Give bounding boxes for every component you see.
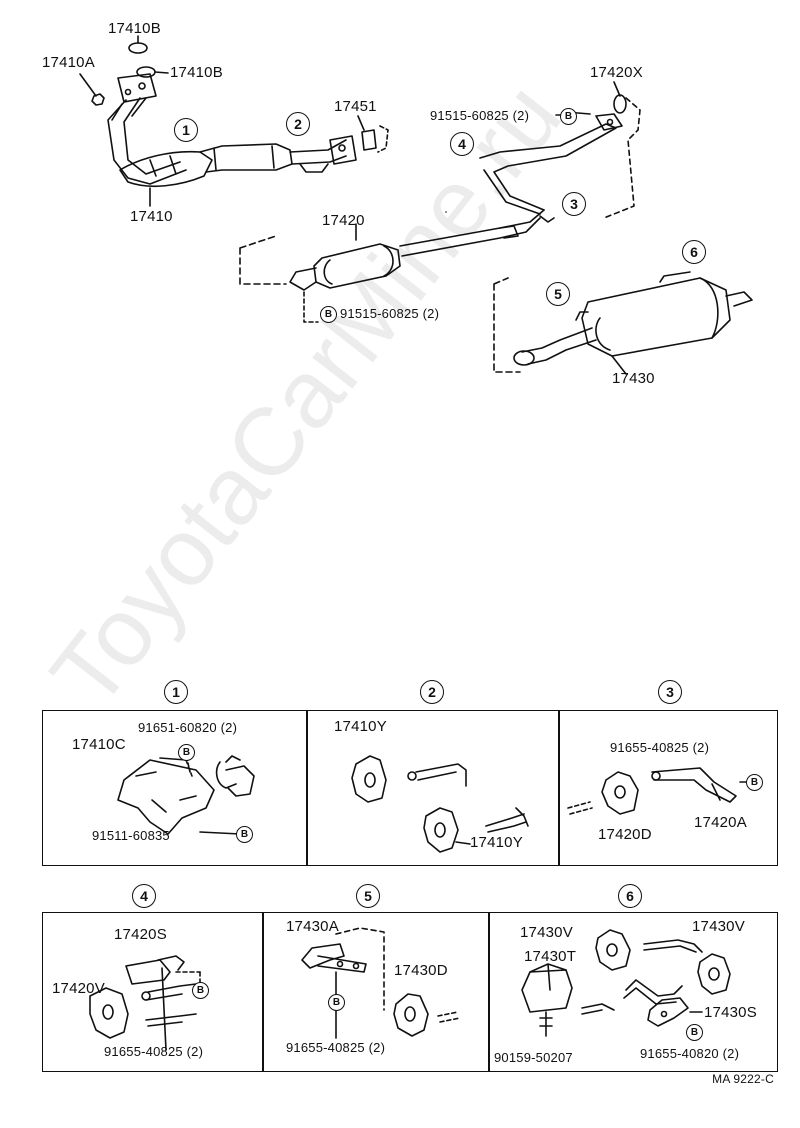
panel-1-part-a: 17410C — [72, 736, 126, 753]
panel-6-drawing — [521, 929, 731, 1037]
panel-1-bolt-a: 91651-60820 (2) — [138, 720, 238, 735]
panel-2-part-b: 17410Y — [470, 834, 523, 851]
panel-6-callout: 6 — [618, 884, 642, 908]
bolt-mark: B — [686, 1024, 703, 1041]
panel-4-part-b: 17420V — [52, 980, 105, 997]
callout-5: 5 — [546, 282, 570, 306]
panel-1 — [42, 710, 308, 866]
callout-6: 6 — [682, 240, 706, 264]
panel-6-part-a: 17430V — [520, 924, 573, 941]
panel-3-callout: 3 — [658, 680, 682, 704]
document-reference: MA 9222-C — [712, 1072, 774, 1086]
panel-5-part-a: 17430A — [286, 918, 339, 935]
panel-1-callout: 1 — [164, 680, 188, 704]
gasket-17420X — [613, 94, 627, 114]
panel-6-part-b: 17430V — [692, 918, 745, 935]
panel-6-bolt-a: 90159-50207 — [494, 1050, 573, 1065]
bolt-mark: B — [236, 826, 253, 843]
panel-4-bolt-a: 91655-40825 (2) — [104, 1044, 204, 1059]
center-pipe — [479, 113, 623, 215]
bolt-mark: B — [560, 108, 577, 125]
label-17410: 17410 — [130, 208, 173, 225]
panel-3-drawing — [567, 767, 749, 815]
panel-5-bolt-a: 91655-40825 (2) — [286, 1040, 386, 1055]
label-17410B-lower: 17410B — [170, 64, 223, 81]
callout-3: 3 — [562, 192, 586, 216]
panel-3-part-a: 17420D — [598, 826, 652, 843]
label-17430: 17430 — [612, 370, 655, 387]
label-17410B-upper: 17410B — [108, 20, 161, 37]
label-17451: 17451 — [334, 98, 377, 115]
panel-3-bolt-a: 91655-40825 (2) — [610, 740, 710, 755]
exhaust-manifold-17410 — [107, 73, 213, 188]
bolt-mark: B — [178, 744, 195, 761]
label-bolt-upper: 91515-60825 (2) — [430, 108, 530, 123]
panel-5-drawing — [301, 927, 461, 1039]
panel-3-part-b: 17420A — [694, 814, 747, 831]
gasket-17410B-upper — [128, 42, 148, 54]
panel-5 — [262, 912, 490, 1072]
panel-4-callout: 4 — [132, 884, 156, 908]
label-17420X: 17420X — [590, 64, 643, 81]
bolt-mark: B — [320, 306, 337, 323]
gasket-17451 — [361, 129, 377, 151]
nut-17410A — [91, 93, 105, 106]
bolt-mark: B — [328, 994, 345, 1011]
panel-5-part-b: 17430D — [394, 962, 448, 979]
callout-2: 2 — [286, 112, 310, 136]
panel-6 — [488, 912, 778, 1072]
main-muffler-17430 — [513, 271, 753, 366]
panel-2 — [306, 710, 560, 866]
panel-1-drawing — [117, 749, 255, 835]
panel-4-part-a: 17420S — [114, 926, 167, 943]
panel-1-bolt-b: 91511-60835 — [92, 828, 170, 843]
panel-2-callout: 2 — [420, 680, 444, 704]
gasket-17410B-lower — [136, 66, 156, 78]
panel-5-callout: 5 — [356, 884, 380, 908]
label-bolt-lower: 91515-60825 (2) — [340, 306, 440, 321]
panel-2-drawing — [351, 755, 529, 853]
label-17410A: 17410A — [42, 54, 95, 71]
callout-1: 1 — [174, 118, 198, 142]
label-17420: 17420 — [322, 212, 365, 229]
front-pipe-converter — [199, 135, 357, 173]
panel-4-drawing — [89, 955, 201, 1051]
panel-2-part-a: 17410Y — [334, 718, 387, 735]
panel-6-part-d: 17430S — [704, 1004, 757, 1021]
callout-4: 4 — [450, 132, 474, 156]
panel-4 — [42, 912, 264, 1072]
panel-6-bolt-b: 91655-40820 (2) — [640, 1046, 740, 1061]
bolt-mark: B — [746, 774, 763, 791]
panel-6-part-c: 17430T — [524, 948, 577, 965]
bolt-mark: B — [192, 982, 209, 999]
sub-muffler-17420 — [289, 209, 555, 291]
panel-3 — [558, 710, 778, 866]
